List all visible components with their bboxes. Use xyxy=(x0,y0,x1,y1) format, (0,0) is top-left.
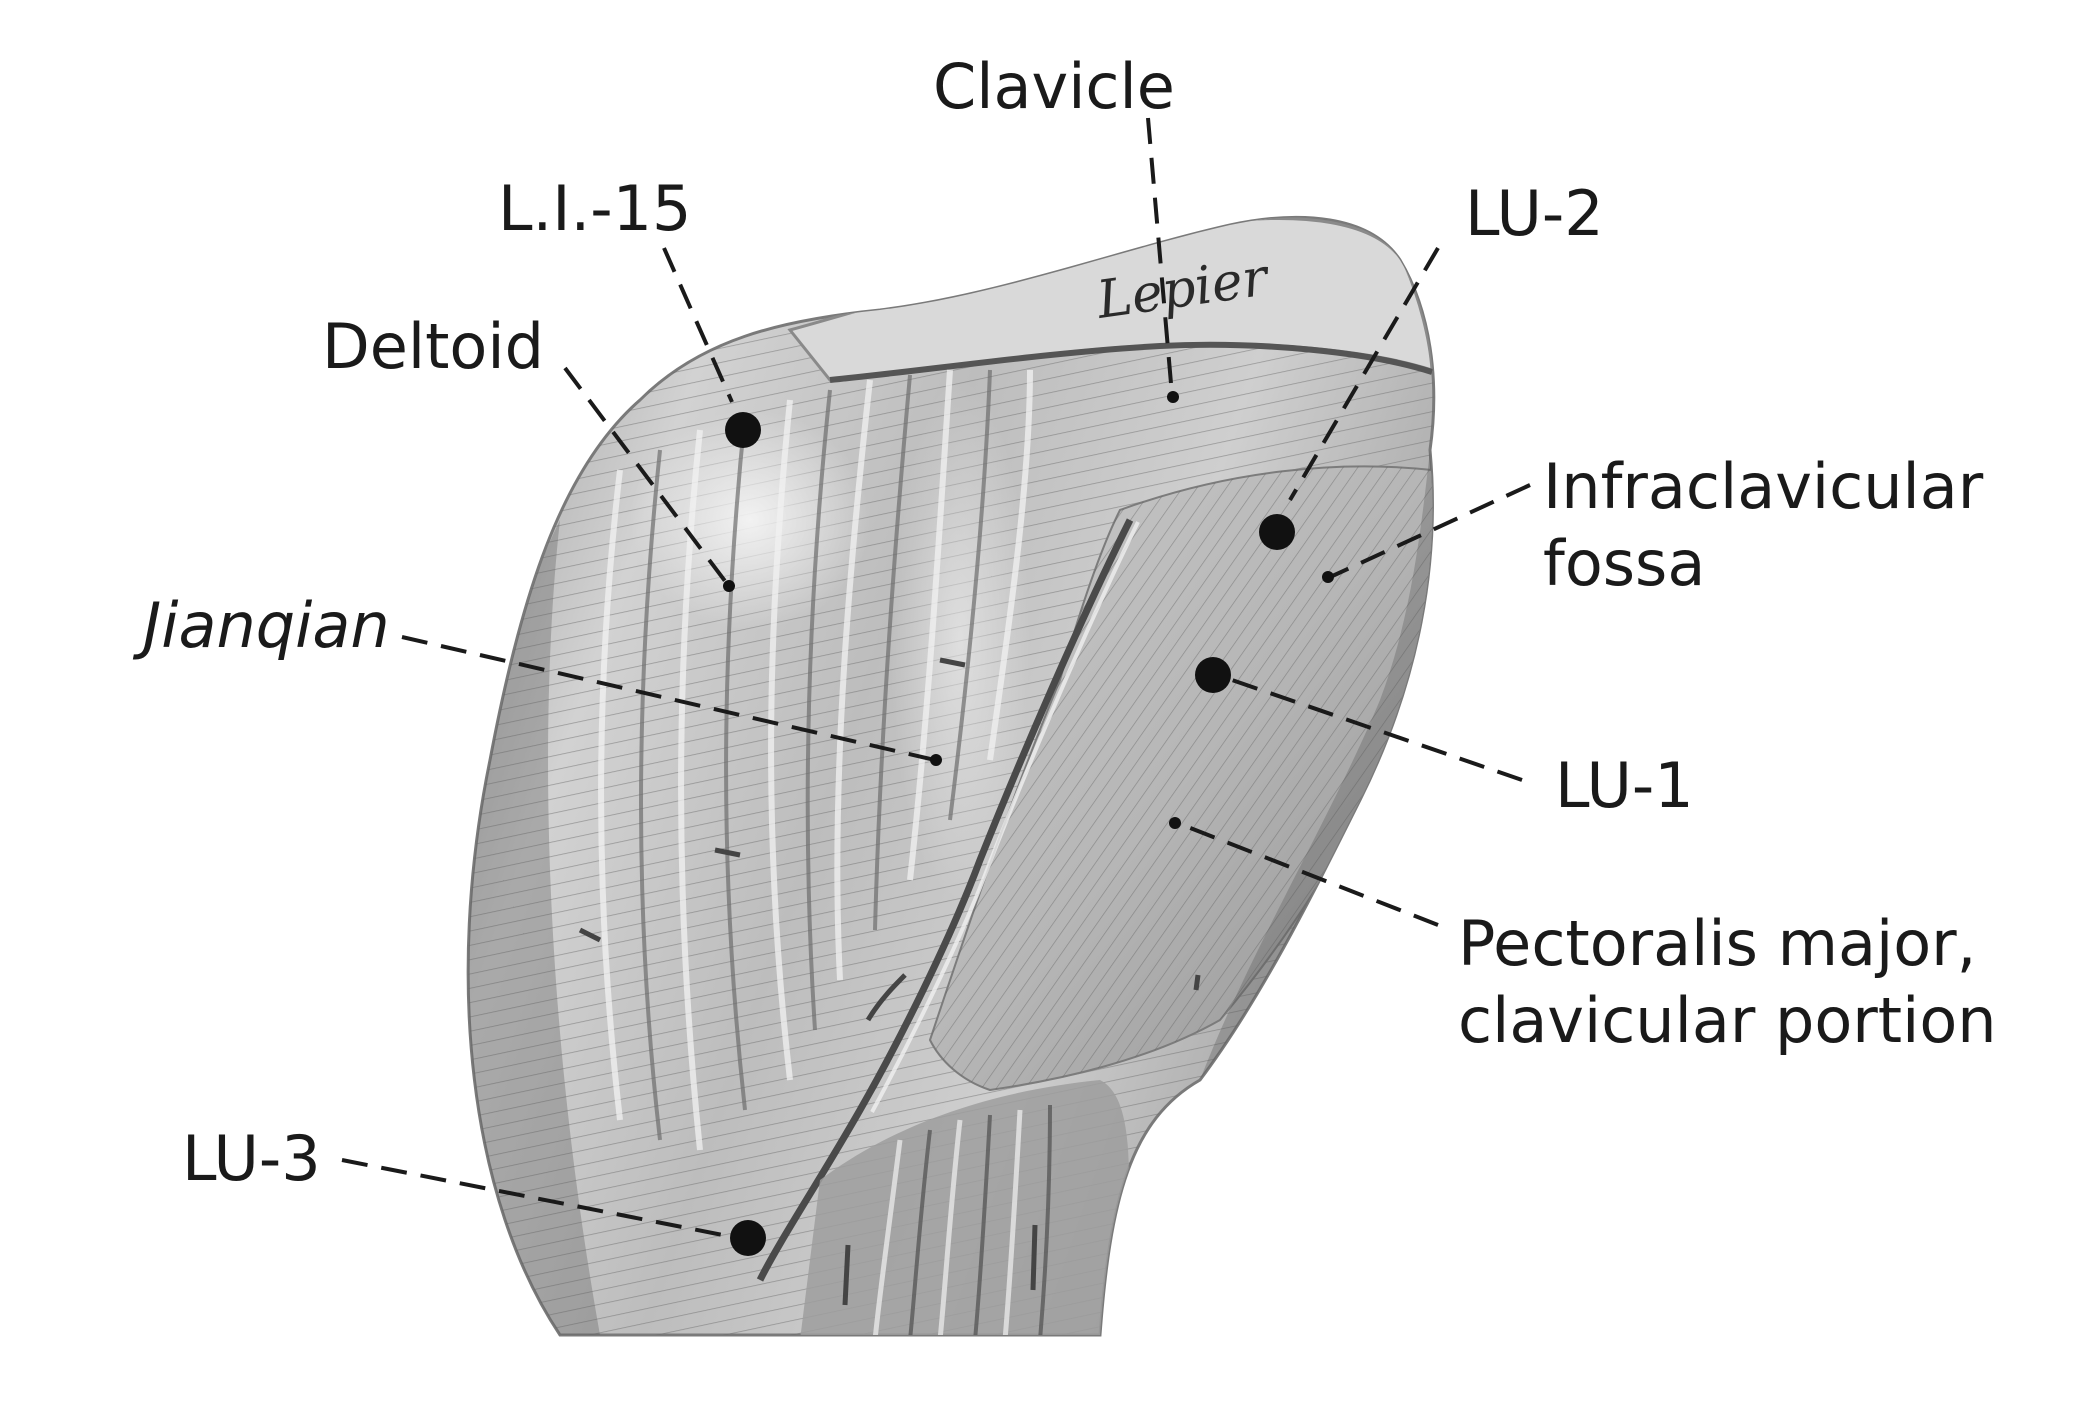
point-clavicle xyxy=(1167,391,1179,403)
shoulder-illustration: Lepier xyxy=(466,215,1436,1337)
leader-lu2 xyxy=(1288,246,1440,502)
label-infraclavicular-line2: fossa xyxy=(1543,527,1705,600)
point-lu3 xyxy=(730,1220,766,1256)
leader-lu3 xyxy=(341,1158,749,1242)
leader-infraclavicular xyxy=(1327,483,1531,580)
leader-jianqian xyxy=(401,635,936,762)
labels: Clavicle L.I.-15 LU-2 Deltoid Infraclavi… xyxy=(132,50,1997,1195)
leader-clavicle xyxy=(1146,117,1174,396)
label-lu1: LU-1 xyxy=(1555,749,1694,822)
point-lu1 xyxy=(1195,657,1231,693)
label-pectoralis-line1: Pectoralis major, xyxy=(1458,907,1976,980)
label-lu3: LU-3 xyxy=(182,1122,321,1195)
label-li15: L.I.-15 xyxy=(498,172,692,245)
label-deltoid: Deltoid xyxy=(322,310,544,383)
point-lu2 xyxy=(1259,514,1295,550)
point-infraclavicular xyxy=(1322,571,1334,583)
leader-li15 xyxy=(662,247,734,403)
label-lu2: LU-2 xyxy=(1465,177,1604,250)
label-infraclavicular-line1: Infraclavicular xyxy=(1543,450,1984,523)
acupoints xyxy=(723,391,1334,1256)
point-jianqian xyxy=(930,754,942,766)
leader-pectoralis xyxy=(1174,820,1439,927)
label-clavicle: Clavicle xyxy=(933,50,1175,123)
leader-deltoid xyxy=(563,366,730,587)
label-pectoralis-line2: clavicular portion xyxy=(1458,984,1997,1057)
point-pectoralis xyxy=(1169,817,1181,829)
point-li15 xyxy=(725,412,761,448)
deltopectoral-groove xyxy=(756,518,1134,1282)
label-jianqian: Jianqian xyxy=(132,589,390,662)
point-deltoid xyxy=(723,580,735,592)
leader-lines xyxy=(341,117,1531,1242)
leader-lu1 xyxy=(1231,678,1523,782)
